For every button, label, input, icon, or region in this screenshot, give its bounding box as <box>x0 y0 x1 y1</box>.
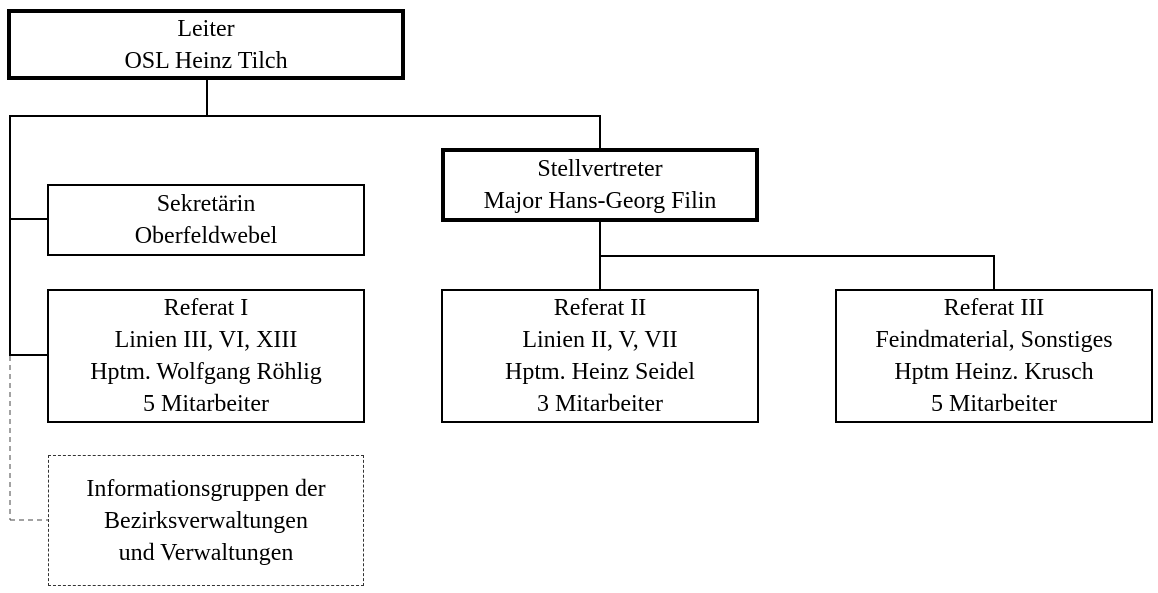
referat1-head: Hptm. Wolfgang Röhlig <box>90 359 322 385</box>
referat1-title: Referat I <box>163 295 249 321</box>
referat1-lines: Linien III, VI, XIII <box>114 327 298 353</box>
referat3-title: Referat III <box>943 295 1045 321</box>
leiter-title: Leiter <box>177 15 235 42</box>
stellvertreter-title: Stellvertreter <box>537 156 663 182</box>
box-leiter: Leiter OSL Heinz Tilch <box>7 9 405 80</box>
referat2-title: Referat II <box>553 295 647 321</box>
info-line-3: und Verwaltungen <box>118 539 294 566</box>
box-referat-3: Referat III Feindmaterial, Sonstiges Hpt… <box>835 289 1153 423</box>
referat2-staff: 3 Mitarbeiter <box>537 391 663 417</box>
box-stellvertreter: Stellvertreter Major Hans-Georg Filin <box>441 148 759 222</box>
box-referat-1: Referat I Linien III, VI, XIII Hptm. Wol… <box>47 289 365 423</box>
referat2-head: Hptm. Heinz Seidel <box>505 359 695 385</box>
box-sekretaerin: Sekretärin Oberfeldwebel <box>47 184 365 256</box>
referat3-staff: 5 Mitarbeiter <box>931 391 1057 417</box>
referat1-staff: 5 Mitarbeiter <box>143 391 269 417</box>
referat3-lines: Feindmaterial, Sonstiges <box>875 327 1113 353</box>
stellvertreter-name: Major Hans-Georg Filin <box>483 188 717 214</box>
sekretaerin-title: Sekretärin <box>156 191 256 217</box>
info-line-2: Bezirksverwaltungen <box>104 507 308 534</box>
info-line-1: Informationsgruppen der <box>86 475 326 502</box>
referat3-head: Hptm Heinz. Krusch <box>894 359 1094 385</box>
sekretaerin-rank: Oberfeldwebel <box>134 223 278 249</box>
leiter-name: OSL Heinz Tilch <box>124 47 288 74</box>
referat2-lines: Linien II, V, VII <box>522 327 678 353</box>
box-referat-2: Referat II Linien II, V, VII Hptm. Heinz… <box>441 289 759 423</box>
box-informationsgruppen: Informationsgruppen der Bezirksverwaltun… <box>48 455 364 586</box>
